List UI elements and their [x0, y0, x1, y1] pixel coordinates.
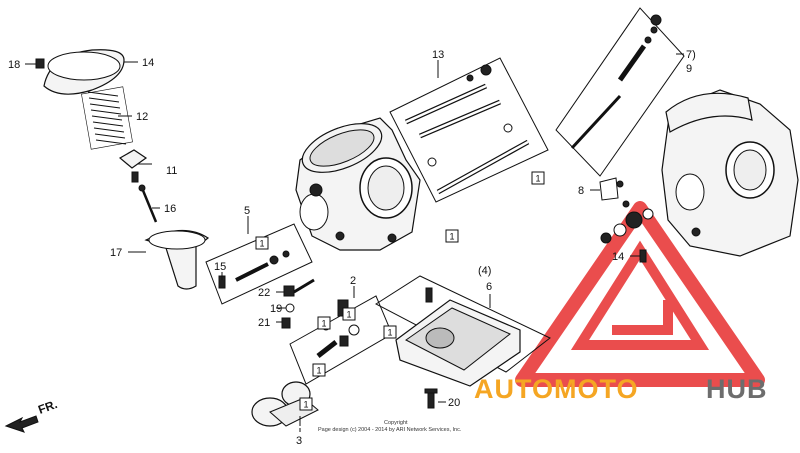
- watermark-text: AUTOMOTO HUB: [474, 374, 768, 404]
- front-direction-arrow: FR.: [4, 397, 59, 433]
- svg-text:1: 1: [322, 319, 327, 329]
- carburetor-body-left: [295, 117, 421, 251]
- callout-12: 12: [136, 111, 148, 123]
- callout-4: (4): [478, 265, 491, 277]
- callout-9: 9: [686, 63, 692, 75]
- ref-box-1c: 1: [317, 316, 331, 330]
- ref-box-1h: 1: [299, 397, 313, 411]
- copyright-line2: Page design (c) 2004 - 2014 by ARI Netwo…: [318, 427, 462, 433]
- callout-6: 6: [486, 281, 492, 293]
- svg-text:1: 1: [536, 174, 541, 184]
- leader-lines: [25, 53, 684, 432]
- callout-7: 7): [686, 49, 696, 61]
- callout-13: 14: [612, 251, 624, 263]
- svg-text:1: 1: [388, 328, 393, 338]
- jet-set-2: [289, 295, 393, 385]
- svg-text:1: 1: [304, 400, 309, 410]
- callout-15: 15: [214, 261, 226, 273]
- callout-17: 16: [164, 203, 176, 215]
- callout-3: 3: [296, 435, 302, 447]
- svg-text:1: 1: [260, 239, 265, 249]
- ref-box-1f: 1: [445, 229, 459, 243]
- direction-label: FR.: [36, 397, 59, 417]
- vacuum-chamber-cover: [43, 49, 125, 95]
- callout-14: 14: [142, 57, 154, 69]
- svg-text:1: 1: [347, 310, 352, 320]
- ref-box-1e: 1: [383, 325, 397, 339]
- callout-22: 22: [258, 287, 270, 299]
- callout-5: 5: [244, 205, 250, 217]
- callout-18: 19: [270, 303, 282, 315]
- ref-box-1a: 1: [255, 236, 269, 250]
- copyright-notice: Copyright Page design (c) 2004 - 2014 by…: [318, 420, 462, 433]
- screw-20: [424, 388, 438, 409]
- ref-box-1g: 1: [531, 171, 545, 185]
- watermark-automoto: AUTOMOTO: [474, 374, 639, 404]
- callout-16: 17: [110, 247, 122, 259]
- screw-set-8: [599, 177, 630, 208]
- ref-box-1b: 1: [342, 307, 356, 321]
- spring-12: [81, 86, 133, 150]
- callout-labels: 18 14 12 11 16 17 5 15 22 19 21 2 13 (4)…: [8, 49, 696, 447]
- callout-21: 21: [258, 317, 270, 329]
- callout-10: 11: [166, 165, 177, 177]
- float-valve-cluster: [600, 208, 654, 263]
- linkage-assembly-11: [389, 57, 549, 203]
- linkage-shaft-7-9: [555, 7, 685, 177]
- watermark-hub: HUB: [706, 374, 768, 404]
- watermark-logo: [515, 201, 765, 387]
- jet-needle-17: [138, 184, 158, 223]
- copyright-line1: Copyright: [384, 420, 408, 426]
- needle-holder-10: [118, 149, 148, 183]
- callout-11: 13: [432, 49, 444, 61]
- piston-diaphragm-16: [144, 229, 209, 290]
- callout-8: 8: [578, 185, 584, 197]
- callout-19: 18: [8, 59, 20, 71]
- ref-box-1d: 1: [312, 363, 326, 377]
- small-parts-22-18-21: [281, 278, 315, 329]
- svg-text:1: 1: [317, 366, 322, 376]
- svg-text:1: 1: [450, 232, 455, 242]
- carburetor-body-right: [661, 89, 799, 257]
- float-chamber-6: [375, 275, 551, 387]
- callout-2: 2: [350, 275, 356, 287]
- callout-20: 20: [448, 397, 460, 409]
